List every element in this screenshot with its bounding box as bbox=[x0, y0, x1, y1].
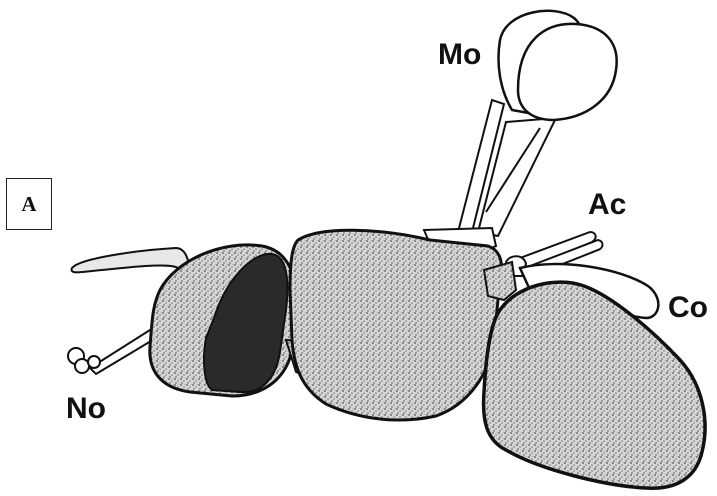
mo-stalk bbox=[458, 100, 556, 236]
thorax bbox=[290, 230, 502, 420]
label-co: Co bbox=[668, 293, 708, 323]
panel-label-box: A bbox=[6, 178, 52, 230]
mo-flap bbox=[499, 11, 617, 120]
no-appendage bbox=[68, 330, 156, 374]
label-no: No bbox=[66, 394, 106, 424]
panel-label: A bbox=[21, 192, 36, 217]
label-ac: Ac bbox=[588, 190, 626, 220]
label-mo: Mo bbox=[438, 40, 481, 70]
petiole bbox=[484, 262, 516, 300]
